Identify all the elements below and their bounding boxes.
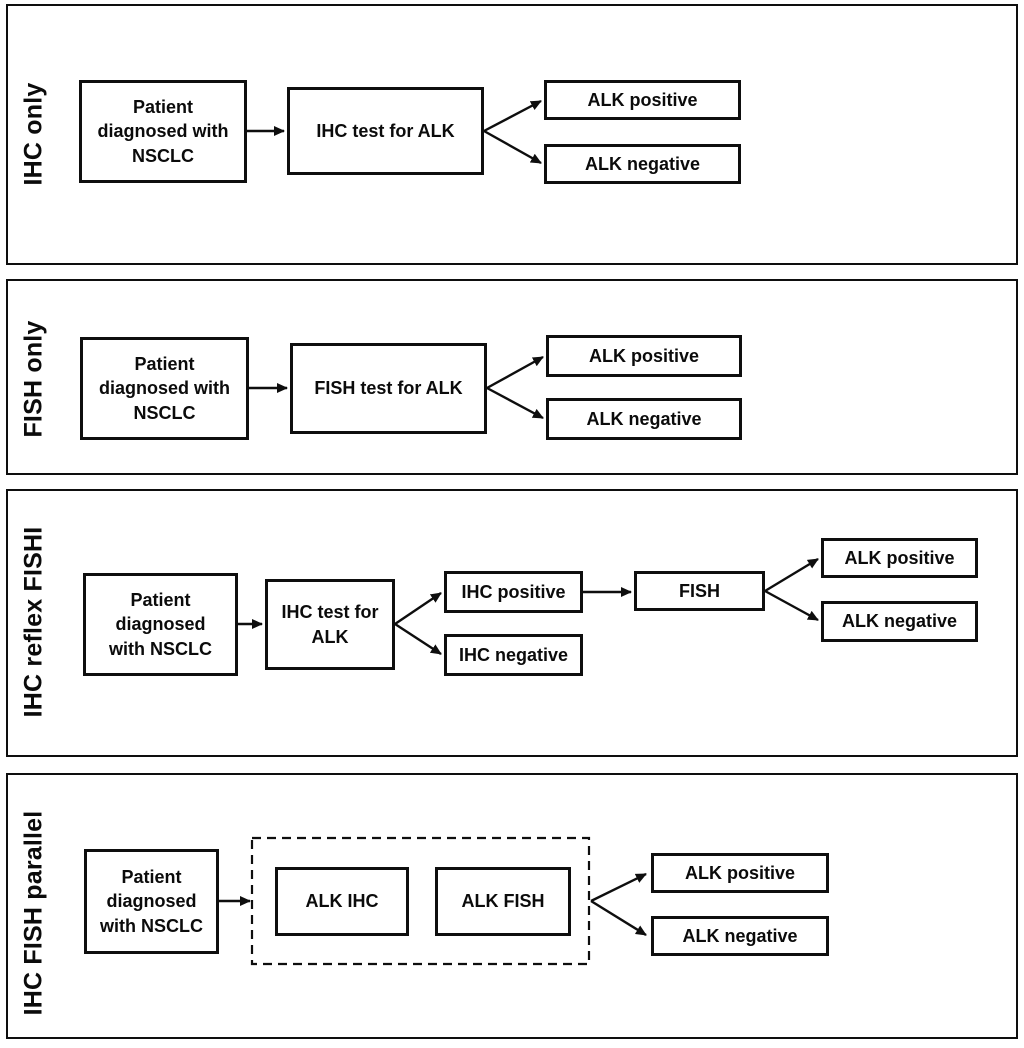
arrow-tests-to-alk-positive [590, 872, 647, 903]
node-alk-positive: ALK positive [821, 538, 978, 578]
node-alk-negative: ALK negative [821, 601, 978, 642]
node-test: IHC test for ALK [287, 87, 484, 175]
parallel-tests-group-box [250, 836, 591, 966]
panel-ihc-only: IHC only Patient diagnosed with NSCLC IH… [6, 4, 1018, 265]
node-alk-ihc: ALK IHC [275, 867, 409, 936]
arrow-fish-to-alk-positive [764, 557, 819, 593]
panel-ihc-fish-parallel: IHC FISH parallel Patient diagnosed with… [6, 773, 1018, 1039]
node-patient: Patient diagnosed with NSCLC [83, 573, 238, 676]
arrow-test-to-negative [483, 129, 542, 165]
panel-ihc-reflex-arrows [238, 557, 819, 656]
node-patient: Patient diagnosed with NSCLC [79, 80, 247, 183]
arrow-test-to-ihc-positive [394, 592, 442, 625]
node-alk-negative: ALK negative [544, 144, 741, 184]
arrow-test-to-positive [483, 99, 542, 133]
panel-parallel-arrows [219, 836, 647, 966]
node-alk-positive: ALK positive [544, 80, 741, 120]
node-patient: Patient diagnosed with NSCLC [80, 337, 249, 440]
node-alk-negative: ALK negative [546, 398, 742, 440]
arrow-test-to-negative [486, 386, 544, 420]
node-test: IHC test for ALK [265, 579, 395, 670]
panel-fish-only: FISH only Patient diagnosed with NSCLC F… [6, 279, 1018, 475]
node-alk-negative: ALK negative [651, 916, 829, 956]
arrow-test-to-positive [486, 355, 544, 390]
node-patient: Patient diagnosed with NSCLC [84, 849, 219, 954]
node-ihc-negative: IHC negative [444, 634, 583, 676]
panel-fish-only-arrows [249, 355, 544, 420]
arrow-test-to-ihc-negative [394, 622, 442, 656]
node-alk-fish: ALK FISH [435, 867, 571, 936]
node-alk-positive: ALK positive [546, 335, 742, 377]
arrow-fish-to-alk-negative [764, 589, 819, 622]
panel-ihc-only-arrows [247, 99, 542, 165]
arrow-tests-to-alk-negative [590, 899, 647, 937]
node-ihc-positive: IHC positive [444, 571, 583, 613]
node-fish: FISH [634, 571, 765, 611]
node-alk-positive: ALK positive [651, 853, 829, 893]
node-test: FISH test for ALK [290, 343, 487, 434]
panel-ihc-reflex-fish: IHC reflex FISHI Patient diagnosed with … [6, 489, 1018, 757]
